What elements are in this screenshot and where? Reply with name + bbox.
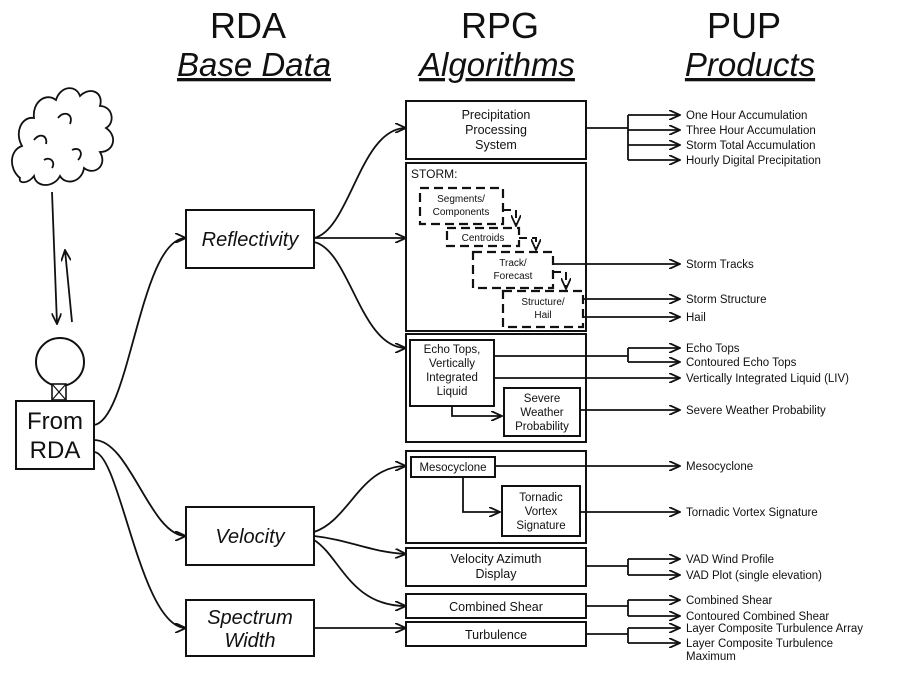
segments-line2: Components — [433, 207, 490, 218]
vad-product-arrows — [586, 559, 680, 575]
rda-header: RDA — [210, 5, 286, 46]
echo-line2: Vertically — [429, 358, 475, 370]
product-severe-weather-probability: Severe Weather Probability — [686, 405, 826, 417]
precip-line1: Precipitation — [462, 108, 531, 122]
from-rda-line2: RDA — [30, 437, 81, 464]
meso-to-tvs-arrow — [462, 477, 500, 512]
echo-product-arrows — [494, 348, 680, 410]
reflectivity-label: Reflectivity — [202, 229, 300, 251]
arrow-rda-to-reflectivity — [93, 238, 186, 426]
product-mesocyclone: Mesocyclone — [686, 461, 753, 473]
product-contoured-combined-shear: Contoured Combined Shear — [686, 611, 829, 623]
product-vil: Vertically Integrated Liquid (LIV) — [686, 373, 849, 385]
downlink-arrow — [65, 250, 73, 323]
structure-line1: Structure/ — [521, 297, 565, 308]
precip-processing-box — [405, 100, 587, 160]
rpg-subheader: Algorithms — [417, 46, 575, 83]
product-echo-tops: Echo Tops — [686, 343, 740, 355]
product-vad-wind-profile: VAD Wind Profile — [686, 554, 774, 566]
arrow-rda-to-velocity — [93, 439, 186, 536]
product-tvs: Tornadic Vortex Signature — [686, 507, 818, 519]
mesocyclone-algorithm-box — [410, 456, 496, 478]
echo-line4: Liquid — [437, 386, 468, 398]
combined-shear-box — [405, 593, 587, 619]
structure-line2: Hail — [534, 310, 551, 321]
spectrum-width-line1: Spectrum — [207, 607, 293, 629]
product-layer-composite-turbulence-array: Layer Composite Turbulence Array — [686, 623, 863, 635]
turbulence-product-arrows — [586, 628, 680, 643]
echo-line1: Echo Tops, — [424, 344, 481, 356]
product-hail: Hail — [686, 312, 706, 324]
product-vad-plot: VAD Plot (single elevation) — [686, 570, 822, 582]
centroids-label: Centroids — [462, 233, 505, 244]
centroids-box — [445, 226, 521, 248]
arrow-vel-to-vad — [313, 535, 406, 554]
product-storm-total: Storm Total Accumulation — [686, 140, 816, 152]
reflectivity-box — [185, 209, 315, 269]
from-rda-box — [15, 400, 95, 470]
arrow-refl-to-echo — [313, 241, 406, 348]
turbulence-algorithm-label: Turbulence — [465, 628, 527, 642]
severe-weather-probability-box — [503, 387, 581, 437]
product-one-hour: One Hour Accumulation — [686, 110, 807, 122]
product-layer-composite-turbulence-max-line2: Maximum — [686, 651, 736, 663]
shear-product-arrows — [586, 600, 680, 616]
structure-hail-box — [501, 289, 585, 329]
arrow-vel-to-meso — [313, 466, 406, 533]
product-storm-tracks: Storm Tracks — [686, 259, 754, 271]
precip-product-arrows — [586, 115, 680, 160]
from-rda-line1: From — [27, 408, 83, 435]
combined-shear-algorithm-label: Combined Shear — [449, 600, 543, 614]
vad-line1: Velocity Azimuth — [450, 552, 541, 566]
segments-components-box — [418, 186, 505, 226]
product-contoured-echo-tops: Contoured Echo Tops — [686, 357, 797, 369]
vad-box — [405, 547, 587, 587]
precip-line2: Processing — [465, 123, 527, 137]
track-line1: Track/ — [499, 258, 527, 269]
echo-line3: Integrated — [426, 372, 478, 384]
storm-label: STORM: — [411, 167, 457, 181]
product-storm-structure: Storm Structure — [686, 294, 767, 306]
vil-to-severe-arrow — [451, 406, 502, 416]
echo-tops-vil-box — [409, 339, 495, 407]
segments-line1: Segments/ — [437, 194, 485, 205]
tvs-line2: Vortex — [525, 506, 558, 518]
storm-cloud-icon — [11, 87, 114, 186]
track-forecast-box — [471, 250, 555, 290]
velocity-box — [185, 506, 315, 566]
track-line2: Forecast — [494, 271, 533, 282]
track-to-structure-arrow — [553, 271, 566, 289]
precip-line3: System — [475, 138, 517, 152]
severe-line1: Severe — [524, 393, 560, 405]
centroids-to-track-arrow — [519, 237, 536, 250]
spectrum-width-line2: Width — [225, 630, 276, 652]
pup-header: PUP — [707, 5, 781, 46]
pup-subheader: Products — [685, 46, 815, 83]
tvs-line1: Tornadic — [519, 492, 563, 504]
segments-to-centroids-arrow — [503, 209, 516, 226]
velocity-label: Velocity — [215, 526, 285, 548]
severe-line2: Weather — [520, 407, 563, 419]
arrow-vel-to-shear — [313, 539, 406, 606]
vad-line2: Display — [476, 567, 518, 581]
rpg-header: RPG — [461, 5, 539, 46]
radar-dish-icon — [35, 337, 85, 401]
arrow-refl-to-precip — [313, 128, 406, 239]
tvs-line3: Signature — [516, 520, 565, 532]
rda-subheader: Base Data — [177, 46, 331, 83]
severe-line3: Probability — [515, 421, 569, 433]
product-hourly-digital: Hourly Digital Precipitation — [686, 155, 821, 167]
uplink-arrow — [51, 191, 57, 324]
tvs-algorithm-box — [501, 485, 581, 537]
product-combined-shear: Combined Shear — [686, 595, 772, 607]
mesocyclone-algorithm-label: Mesocyclone — [419, 462, 486, 474]
arrow-rda-to-spectrum — [93, 451, 186, 628]
product-three-hour: Three Hour Accumulation — [686, 125, 816, 137]
product-layer-composite-turbulence-max-line1: Layer Composite Turbulence — [686, 638, 833, 650]
